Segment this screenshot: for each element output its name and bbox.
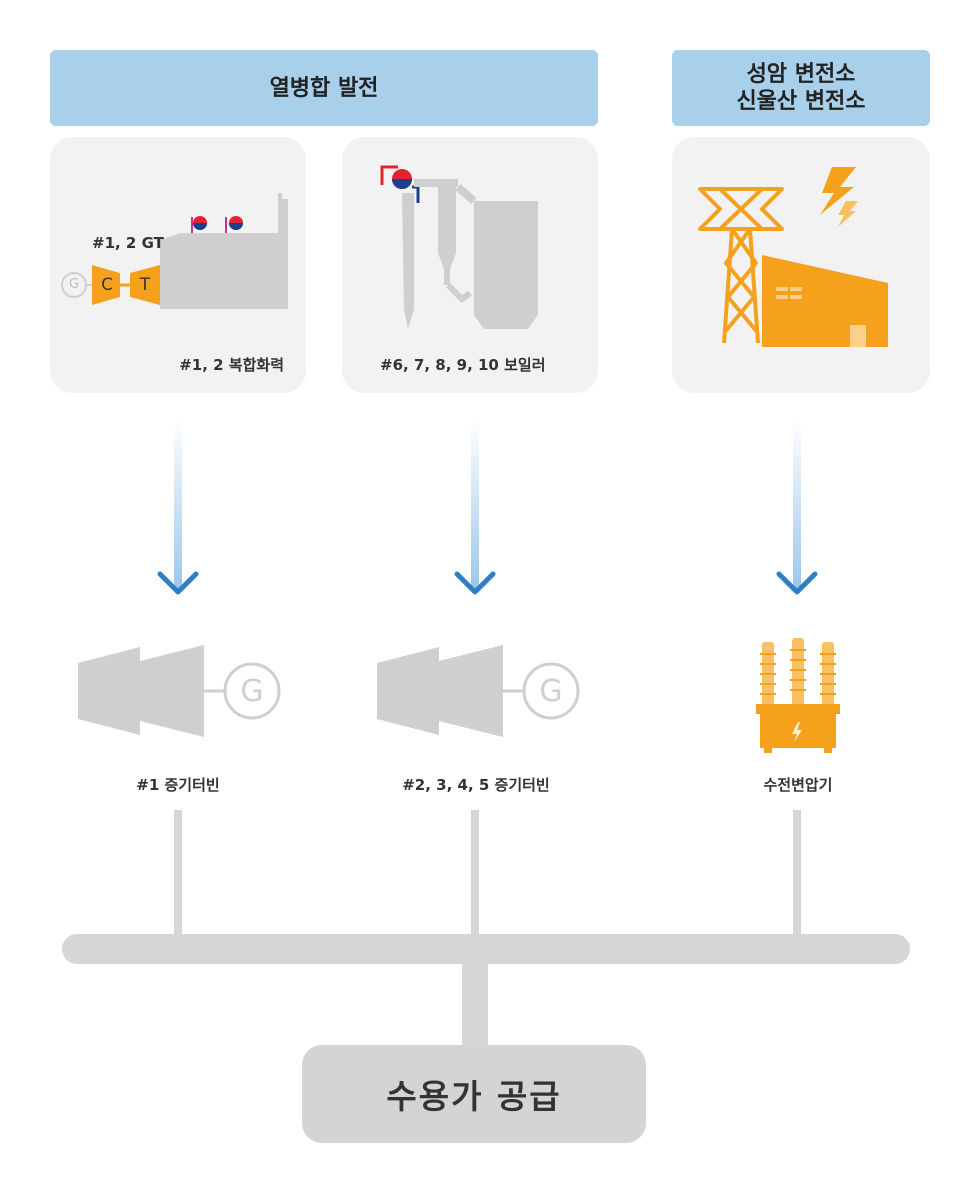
boiler-icon: [380, 165, 538, 329]
supply-feeder: [462, 960, 488, 1050]
boiler-card: #6, 7, 8, 9, 10 보일러: [342, 137, 598, 393]
arrow-to-transformer: [776, 420, 818, 595]
turbine1-feeder: [174, 810, 182, 936]
transformer-icon: [756, 638, 840, 753]
main-busbar: [62, 934, 910, 964]
turbine1-label: #1 증기터빈: [136, 776, 220, 794]
turbine2-generator-letter: G: [539, 674, 563, 709]
supply-box: 수용가 공급: [302, 1045, 646, 1143]
turbine2-label: #2, 3, 4, 5 증기터빈: [402, 776, 550, 794]
cc-generator-letter: G: [68, 277, 80, 292]
combined-cycle-label: #1, 2 복합화력: [179, 356, 284, 374]
substation-header: 성암 변전소 신울산 변전소: [672, 50, 930, 126]
supply-label: 수용가 공급: [386, 1077, 562, 1116]
transformer-label: 수전변압기: [763, 776, 833, 794]
steam-turbine2-icon: [377, 645, 580, 737]
gt-label: #1, 2 GT: [92, 234, 164, 252]
steam-turbine1-icon: [78, 645, 281, 737]
substation-header-line2: 신울산 변전소: [736, 89, 866, 114]
substation-header-line1: 성암 변전소: [746, 62, 856, 87]
turbine-letter: T: [139, 275, 151, 295]
substation-icon: [698, 167, 888, 347]
combined-cycle-plant-icon: [61, 193, 288, 309]
flow-arrows: [157, 420, 818, 595]
combined-cycle-card: #1, 2 GT G C T #1, 2 복합화력: [50, 137, 306, 393]
turbine2-feeder: [471, 810, 479, 936]
arrow-to-turbine2: [454, 420, 496, 595]
chp-header: 열병합 발전: [50, 50, 598, 126]
chp-header-title: 열병합 발전: [269, 75, 379, 101]
arrow-to-turbine1: [157, 420, 199, 595]
compressor-letter: C: [101, 275, 113, 295]
turbine1-generator-letter: G: [240, 674, 264, 709]
transformer-feeder: [793, 810, 801, 936]
substation-card: [672, 137, 930, 393]
boiler-label: #6, 7, 8, 9, 10 보일러: [380, 356, 546, 374]
